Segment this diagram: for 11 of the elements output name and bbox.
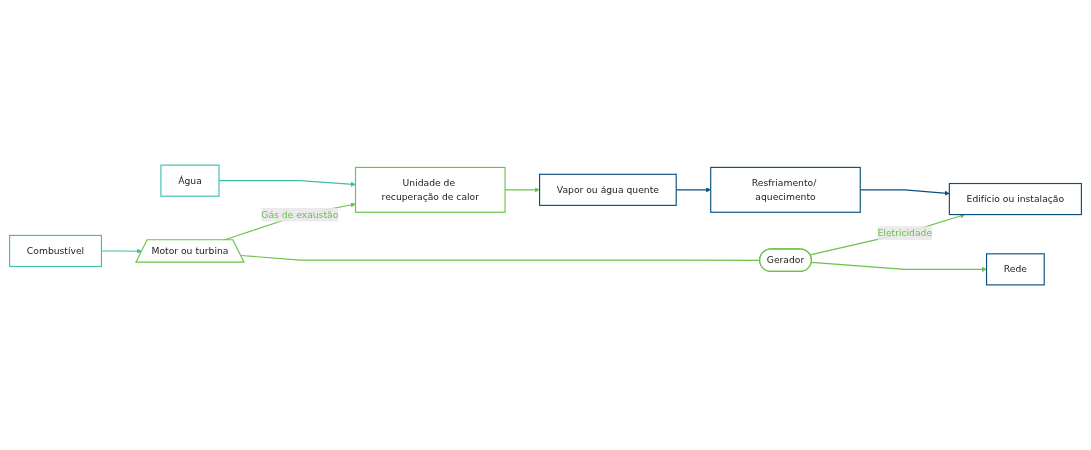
node-box: Edifício ou instalação <box>948 182 1082 216</box>
node-box: Combustível <box>9 234 102 268</box>
node-box: Unidade de recuperação de calor <box>354 166 506 213</box>
arrow <box>810 261 987 272</box>
arrow <box>809 213 966 256</box>
node-box: Água <box>160 164 220 197</box>
node-box: Rede <box>985 253 1045 286</box>
node-box: Vapor ou água quente <box>539 173 677 206</box>
edge-label: Eletricidade <box>877 227 933 239</box>
edge-label: Gás de exaustão <box>261 208 339 220</box>
node-box: Resfriamento/ aquecimento <box>710 166 861 213</box>
